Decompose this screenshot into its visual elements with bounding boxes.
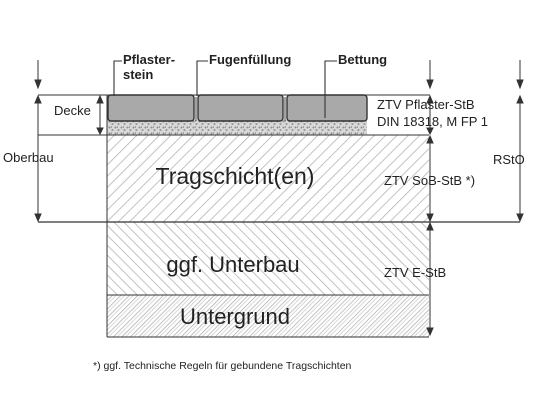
label-din: DIN 18318, M FP 1 [377,114,488,129]
paving-stone-1 [107,94,195,122]
unterbau-layer [107,222,429,295]
paving-stone-3 [286,94,368,122]
label-oberbau: Oberbau [3,150,54,165]
label-ztv-e: ZTV E-StB [384,265,446,280]
layer-title-unterbau: ggf. Unterbau [166,252,299,277]
paving-stone-2 [197,94,284,122]
label-stein: stein [123,67,153,82]
label-bettung: Bettung [338,52,387,67]
oberbau-dimension-arrow [34,60,42,223]
leader-fugenfuellung [196,60,208,96]
rsto-dimension-arrow [516,60,524,223]
label-ztv-sob: ZTV SoB-StB *) [384,173,475,188]
e-stb-bracket-arrow [426,221,434,337]
label-rsto: RStO [493,152,525,167]
label-pflaster: Pflaster- [123,52,175,67]
layer-title-tragschicht: Tragschicht(en) [156,163,315,189]
untergrund-layer [107,295,429,337]
label-ztv-pflaster: ZTV Pflaster-StB [377,97,475,112]
sob-bracket-arrow [426,134,434,223]
leader-bettung [324,60,337,118]
layer-title-untergrund: Untergrund [180,304,290,329]
label-decke: Decke [54,103,91,118]
pflaster-bracket-arrow [426,60,434,136]
tragschicht-layer [107,135,429,222]
label-fugenfuellung: Fugenfüllung [209,52,291,67]
leader-pflasterstein [113,60,122,96]
bettung-layer [107,120,367,135]
footnote: *) ggf. Technische Regeln für gebundene … [93,360,352,372]
decke-dimension-arrow [96,94,104,136]
